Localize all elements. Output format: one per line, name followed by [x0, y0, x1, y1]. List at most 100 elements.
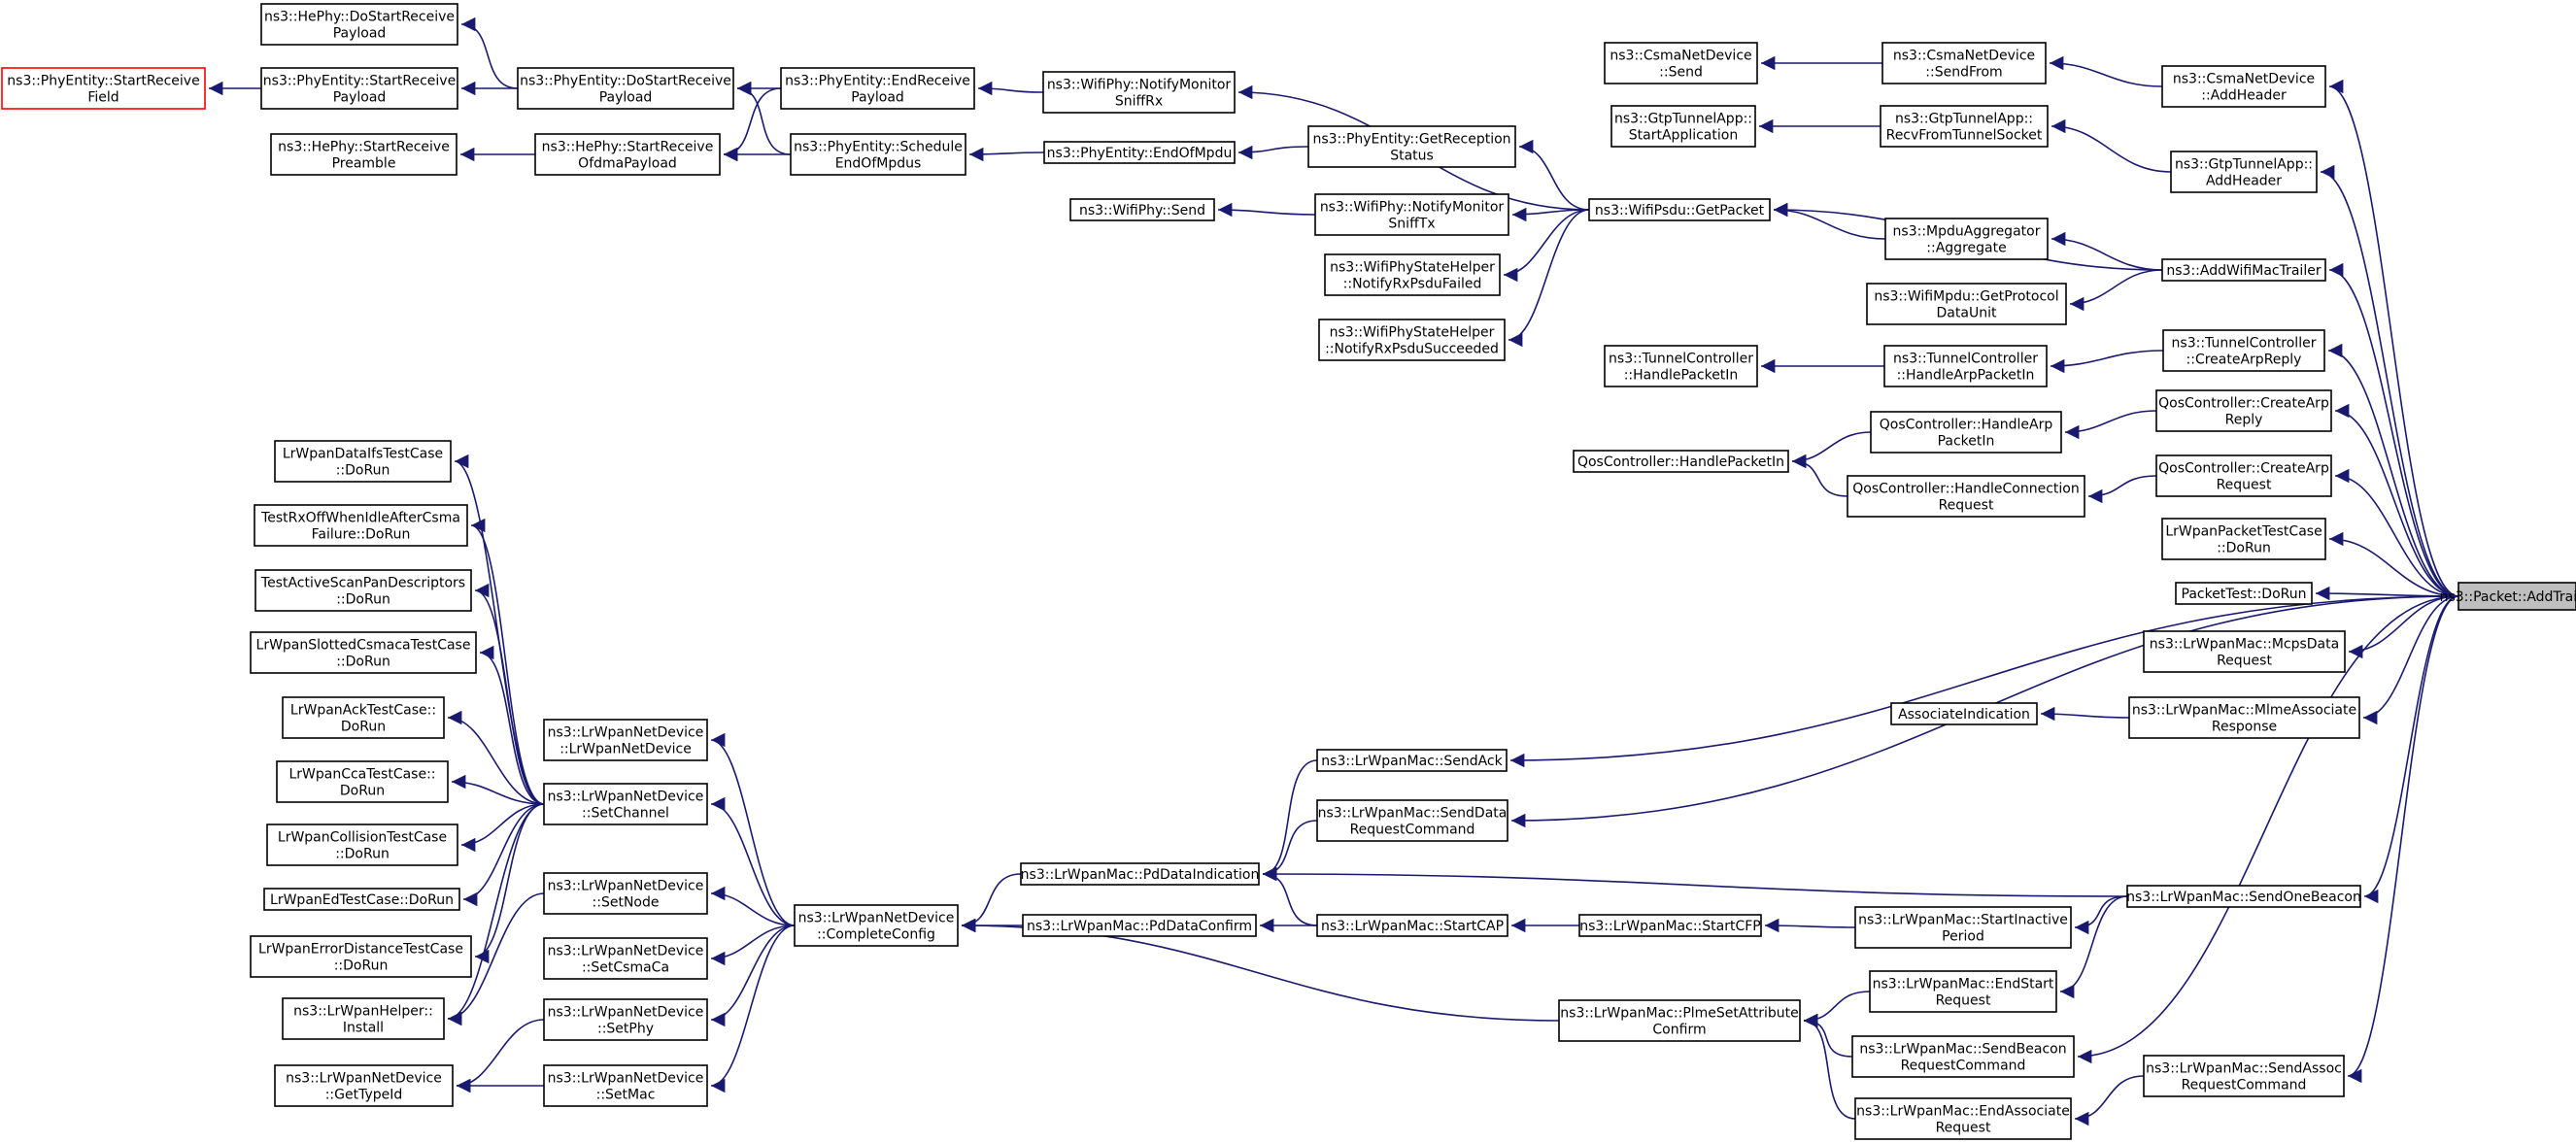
node-mpdu-agg[interactable]: ns3::MpduAggregator::Aggregate: [1884, 218, 2049, 260]
node-qos-handle-pkt[interactable]: QosController::HandlePacketIn: [1573, 450, 1789, 473]
node-psdu-getpacket[interactable]: ns3::WifiPsdu::GetPacket: [1588, 198, 1771, 221]
node-nd-setmac[interactable]: ns3::LrWpanNetDevice::SetMac: [543, 1064, 708, 1107]
node-gtp-addheader[interactable]: ns3::GtpTunnelApp::AddHeader: [2170, 151, 2318, 193]
node-csma-sendfrom[interactable]: ns3::CsmaNetDevice::SendFrom: [1881, 42, 2047, 84]
edge-csma_sendfrom-csma_addheader: [2049, 55, 2163, 87]
node-cca-test[interactable]: LrWpanCcaTestCase::DoRun: [276, 760, 449, 803]
node-tc-handle1[interactable]: ns3::TunnelController::HandlePacketIn: [1604, 345, 1758, 387]
node-get-type-id[interactable]: ns3::LrWpanNetDevice::GetTypeId: [274, 1064, 454, 1107]
node-wp-send[interactable]: ns3::WifiPhy::Send: [1069, 198, 1215, 221]
node-tc-handle2[interactable]: ns3::TunnelController::HandleArpPacketIn: [1883, 345, 2048, 387]
node-label: StartApplication: [1629, 128, 1738, 144]
node-ack-test[interactable]: LrWpanAckTestCase::DoRun: [282, 696, 445, 739]
node-active-scan[interactable]: TestActiveScanPanDescriptors::DoRun: [254, 569, 472, 612]
node-label: ns3::LrWpanNetDevice: [548, 879, 704, 894]
node-nd-complete[interactable]: ns3::LrWpanNetDevice::CompleteConfig: [794, 904, 959, 947]
node-send-ack[interactable]: ns3::LrWpanMac::SendAck: [1316, 749, 1508, 772]
edge-rxoff-nd_setchannel: [470, 518, 545, 805]
node-helper-install[interactable]: ns3::LrWpanHelper::Install: [282, 997, 445, 1040]
node-gtp-recv[interactable]: ns3::GtpTunnelApp::RecvFromTunnelSocket: [1880, 105, 2049, 148]
node-label: Request: [2217, 654, 2272, 669]
node-send-one-beacon[interactable]: ns3::LrWpanMac::SendOneBeacon: [2126, 885, 2361, 908]
node-label: ns3::WifiMpdu::GetProtocol: [1874, 289, 2058, 305]
node-nd-setcsmaca[interactable]: ns3::LrWpanNetDevice::SetCsmaCa: [543, 937, 708, 980]
node-gtp-start[interactable]: ns3::GtpTunnelApp::StartApplication: [1610, 105, 1756, 148]
node-packet-test[interactable]: PacketTest::DoRun: [2175, 582, 2313, 605]
node-pd-data-conf[interactable]: ns3::LrWpanMac::PdDataConfirm: [1022, 914, 1257, 937]
node-label: ns3::LrWpanMac::StartCFP: [1579, 919, 1761, 934]
node-label: ::DoRun: [2217, 541, 2271, 556]
node-pe-endofmpdu[interactable]: ns3::PhyEntity::EndOfMpdu: [1043, 141, 1236, 164]
node-label: ::DoRun: [334, 958, 389, 974]
node-wpsh-failed[interactable]: ns3::WifiPhyStateHelper::NotifyRxPsduFai…: [1324, 253, 1501, 296]
node-add-wifi-trailer[interactable]: ns3::AddWifiMacTrailer: [2161, 258, 2326, 282]
node-root[interactable]: ns3::Packet::AddTrailer: [2440, 582, 2576, 611]
node-qos-arp-reply[interactable]: QosController::CreateArpReply: [2155, 389, 2332, 432]
node-tc-create-arp[interactable]: ns3::TunnelController::CreateArpReply: [2162, 329, 2325, 372]
edge-plme_confirm-end_start: [1803, 991, 1871, 1028]
node-label: ns3::TunnelController: [1893, 352, 2038, 367]
node-csma-send[interactable]: ns3::CsmaNetDevice::Send: [1604, 42, 1758, 84]
node-nd-setphy[interactable]: ns3::LrWpanNetDevice::SetPhy: [543, 998, 708, 1041]
node-label: LrWpanAckTestCase::: [290, 703, 436, 719]
node-error-dist[interactable]: LrWpanErrorDistanceTestCase::DoRun: [250, 935, 472, 978]
edge-wpsh_succeeded-psdu_getpacket: [1508, 209, 1590, 348]
node-label: LrWpanSlottedCsmacaTestCase: [256, 638, 471, 654]
node-qos-handle-arp[interactable]: QosController::HandleArpPacketIn: [1870, 411, 2062, 454]
node-ed-test[interactable]: LrWpanEdTestCase::DoRun: [263, 888, 460, 911]
node-csma-addheader[interactable]: ns3::CsmaNetDevice::AddHeader: [2161, 65, 2326, 108]
node-label: ns3::PhyEntity::EndOfMpdu: [1047, 146, 1233, 161]
edge-pe_reception_status-psdu_getpacket: [1518, 139, 1590, 211]
node-label: ::CreateArpReply: [2186, 353, 2302, 368]
node-start-cap[interactable]: ns3::LrWpanMac::StartCAP: [1316, 914, 1508, 937]
node-label: ns3::TunnelController: [2172, 336, 2317, 352]
node-label: ns3::GtpTunnelApp::: [1895, 112, 2033, 127]
node-nd-setnode[interactable]: ns3::LrWpanNetDevice::SetNode: [543, 872, 708, 915]
node-assoc-ind[interactable]: AssociateIndication: [1890, 702, 2038, 725]
node-start-cfp[interactable]: ns3::LrWpanMac::StartCFP: [1578, 914, 1762, 937]
edge-start_inactive-send_one_beacon: [2074, 895, 2128, 935]
node-label: TestRxOffWhenIdleAfterCsma: [260, 511, 460, 526]
node-dataifs[interactable]: LrWpanDataIfsTestCase::DoRun: [274, 440, 452, 483]
node-nd-ctor[interactable]: ns3::LrWpanNetDevice::LrWpanNetDevice: [543, 719, 708, 761]
node-collision[interactable]: LrWpanCollisionTestCase::DoRun: [266, 824, 458, 866]
node-wpsh-succeeded[interactable]: ns3::WifiPhyStateHelper::NotifyRxPsduSuc…: [1318, 319, 1506, 361]
node-label: ns3::LrWpanMac::McpsData: [2150, 637, 2339, 653]
node-lrwpan-packet-test[interactable]: LrWpanPacketTestCase::DoRun: [2161, 518, 2326, 560]
node-label: ::DoRun: [336, 655, 390, 670]
node-label: ns3::LrWpanMac::SendBeacon: [1859, 1042, 2066, 1058]
node-label: Request: [1939, 498, 1994, 514]
node-label: ns3::PhyEntity::StartReceive: [7, 74, 199, 89]
edge-pd_data_ind-send_data_req: [1262, 820, 1318, 882]
edge-psdu_getpacket-mpdu_agg: [1773, 202, 1886, 240]
node-nd-setchannel[interactable]: ns3::LrWpanNetDevice::SetChannel: [543, 783, 708, 825]
edge-nd_setnode-nd_complete: [710, 886, 796, 926]
node-slotted[interactable]: LrWpanSlottedCsmacaTestCase::DoRun: [250, 631, 477, 674]
node-pd-data-ind[interactable]: ns3::LrWpanMac::PdDataIndication: [1020, 862, 1260, 886]
